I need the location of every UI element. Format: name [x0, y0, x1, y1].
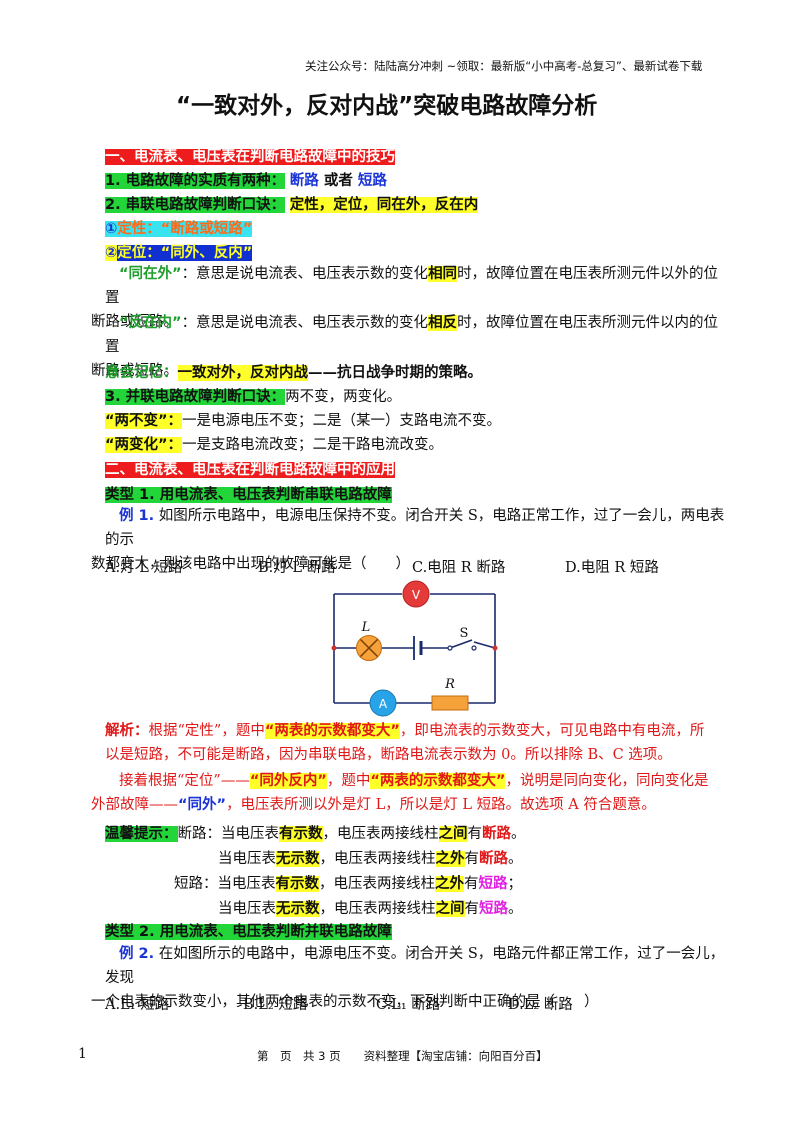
example-2: 例 2. 在如图所示的电路中，电源电压不变。闭合开关 S，电路元件都正常工作，过…: [91, 946, 725, 1010]
resistor-label: R: [444, 677, 455, 692]
section-2-heading: 二、电流表、电压表在判断电路故障中的应用: [105, 462, 395, 478]
type-1-heading: 类型 1. 用电流表、电压表判断串联电路故障: [105, 487, 392, 503]
option-d: D.电阻 R 短路: [565, 560, 659, 576]
memory-tip: 意会记忆：一致对外，反对内战——抗日战争时期的策略。: [105, 365, 482, 381]
two-unchanged: “两不变”：一是电源电压不变；二是（某一）支路电流不变。: [105, 413, 502, 429]
paragraph-same-outside: “同在外”：意思是说电流表、电压表示数的变化相同时，故障位置在电压表所测元件以外…: [91, 266, 719, 330]
paragraph-opposite-inside: “反在内”：意思是说电流表、电压表示数的变化相反时，故障位置在电压表所测元件以内…: [91, 315, 719, 379]
point-2-1: ①定性：“断路或短路”: [105, 221, 253, 237]
circuit-diagram: V L S A R: [331, 580, 498, 717]
option-c: C.电阻 R 断路: [412, 560, 506, 576]
tip-row-4: 当电压表无示数，电压表两接线柱之间有短路。: [218, 901, 523, 917]
option-2d: D.L₂ 断路: [508, 997, 573, 1013]
type-2-heading: 类型 2. 用电流表、电压表判断并联电路故障: [105, 924, 392, 940]
page-number: 1: [78, 1046, 87, 1062]
option-2c: C.L₁ 断路: [376, 997, 441, 1013]
page-title: “一致对外，反对内战”突破电路故障分析: [176, 93, 598, 119]
option-a: A.灯 L 短路: [105, 560, 183, 576]
option-2b: B.L₂ 短路: [243, 997, 308, 1013]
header-note: 关注公众号：陆陆高分冲刺 ~领取：最新版“小中高考-总复习”、最新试卷下载: [305, 59, 703, 73]
two-changed: “两变化”：一是支路电流改变；二是干路电流改变。: [105, 437, 444, 453]
tip-row-1: 温馨提示：断路：当电压表有示数，电压表两接线柱之间有断路。: [105, 826, 526, 842]
ammeter-label: A: [379, 697, 388, 711]
point-2: 2. 串联电路故障判断口诀： 定性，定位，同在外，反在内: [105, 197, 479, 213]
footer-text: 第 页 共 3 页 资料整理【淘宝店铺：向阳百分百】: [257, 1049, 548, 1063]
section-1-heading: 一、电流表、电压表在判断电路故障中的技巧: [105, 149, 395, 165]
tip-row-3: 短路：当电压表有示数，电压表两接线柱之外有短路；: [174, 876, 522, 892]
point-2-2: ②定位：“同外、反内”: [105, 245, 253, 261]
option-b: B.灯 L 断路: [258, 560, 336, 576]
analysis-2: 接着根据“定位”——“同外反内”，题中“两表的示数都变大”，说明是同向变化，同向…: [91, 773, 709, 813]
switch-label: S: [460, 626, 469, 641]
point-1: 1. 电路故障的实质有两种： 断路 或者 短路: [105, 173, 387, 189]
tip-row-2: 当电压表无示数，电压表两接线柱之外有断路。: [218, 851, 523, 867]
point-3: 3. 并联电路故障判断口诀：两不变，两变化。: [105, 389, 402, 405]
analysis-1: 解析：根据“定性”，题中“两表的示数都变大”，即电流表的示数变大，可见电路中有电…: [105, 723, 705, 763]
option-2a: A.L₁ 短路: [105, 997, 170, 1013]
lamp-label: L: [361, 620, 371, 635]
example-1: 例 1. 如图所示电路中，电源电压保持不变。闭合开关 S，电路正常工作，过了一会…: [91, 508, 725, 572]
voltmeter-label: V: [412, 588, 421, 602]
